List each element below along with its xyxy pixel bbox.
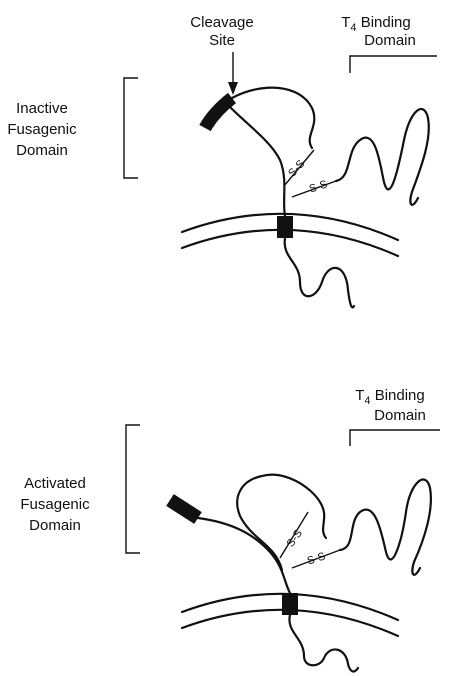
t4-binding-chain <box>336 109 429 205</box>
transmembrane-block-bottom <box>282 593 298 615</box>
t4-domain-label-bottom: Domain <box>374 407 426 424</box>
fusagenic-label-line1: Inactive <box>16 100 68 117</box>
t4-domain-bracket <box>350 56 437 73</box>
t4-binding-label-bottom: T4 Binding <box>355 387 425 407</box>
chain-loop-upper <box>232 88 314 148</box>
cleavage-label-line1: Cleavage <box>190 14 253 31</box>
t4-binding-chain-bottom <box>340 480 431 575</box>
activated-bracket <box>126 425 140 553</box>
cytoplasmic-tail-bottom <box>289 615 358 671</box>
t4-domain-label: Domain <box>364 32 416 49</box>
cleavage-arrow-head <box>228 82 238 95</box>
fusagenic-label-line3: Domain <box>16 142 68 159</box>
top-panel: Cleavage Site T4 Binding Domain Inactive… <box>7 14 437 307</box>
activated-label-line2: Fusagenic <box>20 496 90 513</box>
bottom-panel: T4 Binding Domain Activated Fusagenic Do… <box>20 387 440 671</box>
t4-domain-bracket-bottom <box>350 430 440 446</box>
fusagenic-bracket <box>124 78 138 178</box>
fusagenic-label-line2: Fusagenic <box>7 121 77 138</box>
disulfide-lower-label: S-S <box>308 178 329 195</box>
activated-label-line1: Activated <box>24 475 86 492</box>
fusion-peptide-segment <box>205 98 232 128</box>
activated-label-line3: Domain <box>29 517 81 534</box>
cleavage-label-line2: Site <box>209 32 235 49</box>
fusion-peptide-released <box>170 500 198 518</box>
transmembrane-block <box>277 216 293 238</box>
chain-loop-lower <box>225 102 285 216</box>
disulfide-lower-label-bottom: S-S <box>306 550 327 567</box>
cytoplasmic-tail <box>285 238 354 307</box>
t4-binding-label: T4 Binding <box>341 14 411 34</box>
